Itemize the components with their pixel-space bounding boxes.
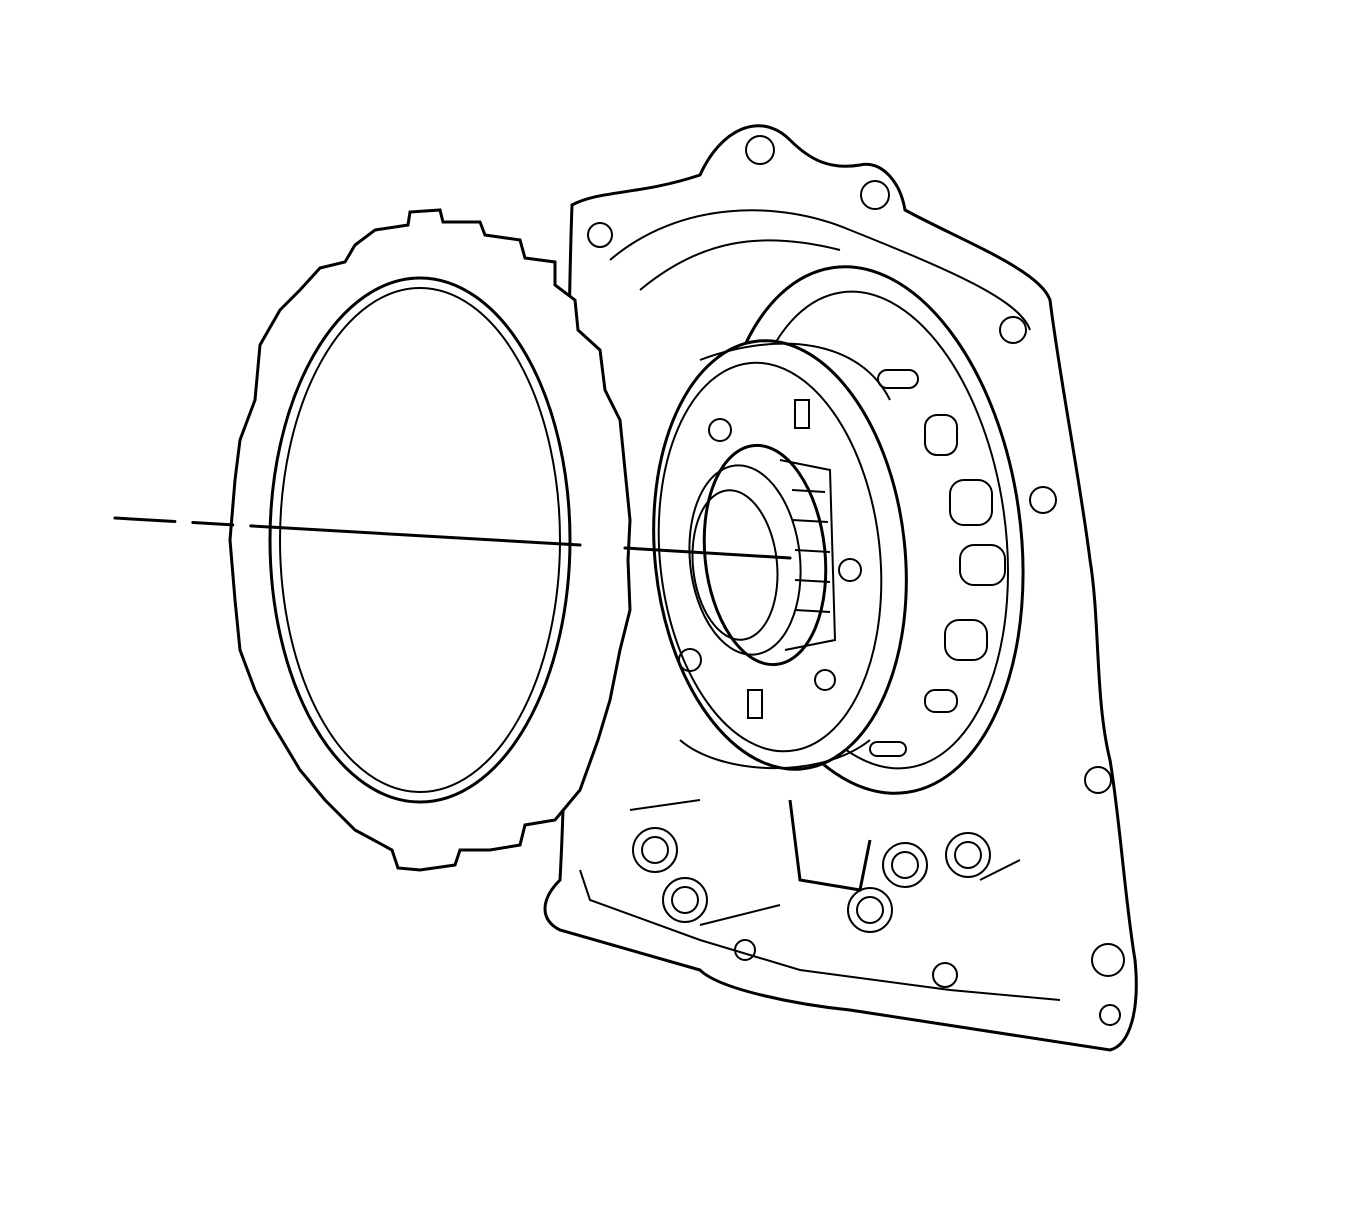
leader-line <box>113 516 792 560</box>
clutch-plate <box>228 208 632 872</box>
